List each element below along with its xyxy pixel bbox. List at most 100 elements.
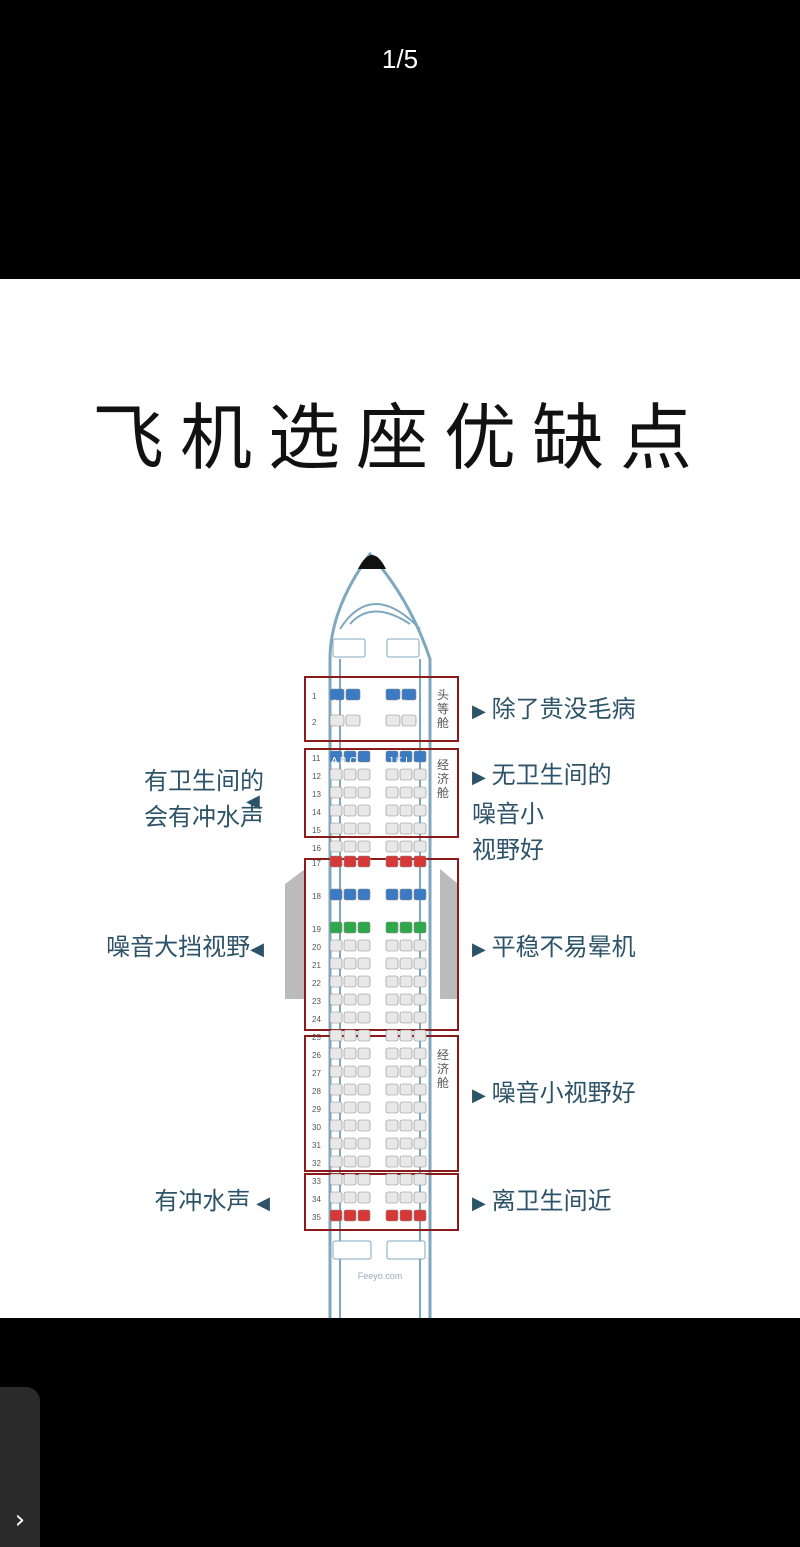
seat <box>329 888 343 901</box>
row-number: 33 <box>312 1177 321 1186</box>
seat <box>357 957 371 970</box>
seat <box>413 888 427 901</box>
cabin-label-economy: 经 <box>437 758 449 772</box>
row-number: 2 <box>312 718 317 727</box>
wing-section-box <box>304 858 459 1031</box>
seat <box>399 939 413 952</box>
seat <box>343 1101 357 1114</box>
seat <box>413 1101 427 1114</box>
seat <box>357 855 371 868</box>
row-number: 21 <box>312 961 321 970</box>
seat <box>413 1083 427 1096</box>
seat <box>401 714 417 727</box>
front-economy-box <box>304 748 459 838</box>
seat <box>357 1155 371 1168</box>
seat <box>357 1209 371 1222</box>
seat <box>357 921 371 934</box>
seat <box>343 768 357 781</box>
seat <box>329 957 343 970</box>
seat <box>343 921 357 934</box>
label-front-lavatory: 有卫生间的 会有冲水声 <box>144 767 264 831</box>
next-image-button[interactable]: › <box>0 1387 40 1547</box>
seat <box>413 939 427 952</box>
row-number: 26 <box>312 1051 321 1060</box>
row-number: 13 <box>312 790 321 799</box>
seat <box>385 1155 399 1168</box>
arrow-right-icon: ▶ <box>472 701 492 722</box>
seat <box>385 888 399 901</box>
seat <box>329 939 343 952</box>
seat <box>399 888 413 901</box>
seat <box>399 1065 413 1078</box>
seat <box>385 1047 399 1060</box>
seat <box>329 1083 343 1096</box>
seat <box>413 957 427 970</box>
seat <box>413 840 427 853</box>
seat <box>329 1029 343 1042</box>
arrow-right-icon: ▶ <box>472 939 492 960</box>
seat <box>399 804 413 817</box>
seat <box>329 688 345 701</box>
seat <box>413 993 427 1006</box>
seat <box>357 786 371 799</box>
seat <box>401 688 417 701</box>
seat <box>399 1083 413 1096</box>
seat <box>385 804 399 817</box>
seat <box>357 1173 371 1186</box>
row-number: 18 <box>312 892 321 901</box>
lavatory-icon <box>332 1240 372 1260</box>
arrow-right-icon: ▶ <box>472 1193 492 1214</box>
seat <box>329 1047 343 1060</box>
seat <box>413 1191 427 1204</box>
arrow-right-icon: ▶ <box>472 1085 492 1106</box>
label-rear-economy: ▶ 噪音小视野好 <box>472 1079 636 1107</box>
seat <box>385 786 399 799</box>
row-number: 17 <box>312 859 321 868</box>
rear-economy-box <box>304 1035 459 1172</box>
seat-letters: A B C <box>331 756 357 767</box>
seat <box>385 975 399 988</box>
seat <box>329 1191 343 1204</box>
seat <box>399 1119 413 1132</box>
seat <box>357 1011 371 1024</box>
seat <box>413 1209 427 1222</box>
label-first-class: ▶ 除了贵没毛病 <box>472 695 636 723</box>
seat <box>399 1047 413 1060</box>
seat <box>385 1101 399 1114</box>
seat-letters: J K L <box>388 756 411 767</box>
nose-cone <box>358 555 386 569</box>
row-number: 31 <box>312 1141 321 1150</box>
seat <box>343 1047 357 1060</box>
seat <box>357 1191 371 1204</box>
right-wing <box>440 869 458 999</box>
infographic-title: 飞机选座优缺点 <box>91 396 708 480</box>
seat <box>343 804 357 817</box>
seat <box>399 975 413 988</box>
cabin-label-economy: 济 <box>437 1061 449 1076</box>
row-number: 20 <box>312 943 321 952</box>
seat <box>343 1011 357 1024</box>
row-number: 16 <box>312 844 321 853</box>
row-number: 14 <box>312 808 321 817</box>
seat <box>329 1155 343 1168</box>
seat <box>399 993 413 1006</box>
seat <box>413 1155 427 1168</box>
seat <box>329 750 343 763</box>
cockpit-window <box>349 610 411 625</box>
row-number: 12 <box>312 772 321 781</box>
seat <box>399 768 413 781</box>
seat <box>329 921 343 934</box>
seat <box>413 975 427 988</box>
seat <box>413 1029 427 1042</box>
image-counter: 1/5 <box>381 44 419 74</box>
seat <box>357 1065 371 1078</box>
cabin-label-economy: 济 <box>437 771 449 786</box>
seat <box>357 975 371 988</box>
seat <box>385 1029 399 1042</box>
seat <box>385 1173 399 1186</box>
seat <box>385 1083 399 1096</box>
seat <box>329 1209 343 1222</box>
seat <box>343 1119 357 1132</box>
seat <box>385 957 399 970</box>
